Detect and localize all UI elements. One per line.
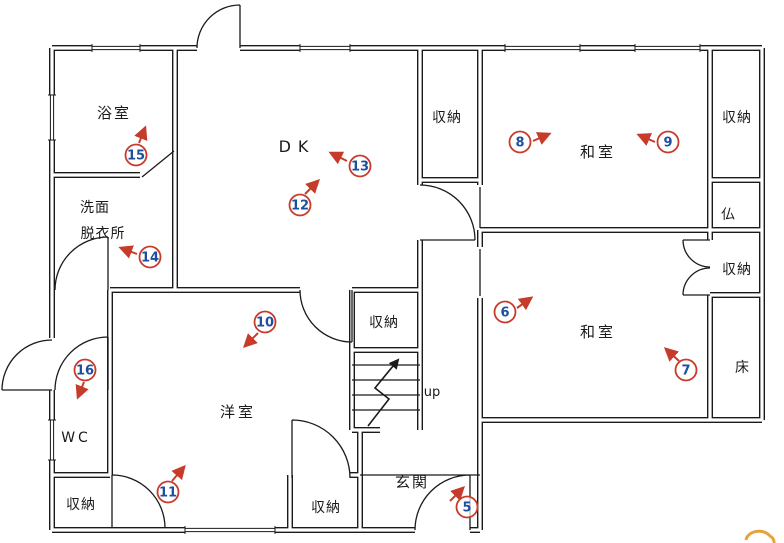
photo-marker-15: 15 — [124, 125, 148, 167]
marker-number: 15 — [127, 149, 145, 164]
marker-number: 7 — [681, 364, 690, 379]
marker-circle — [656, 130, 680, 154]
photo-marker-6: 6 — [493, 296, 534, 324]
photo-marker-11: 11 — [156, 464, 186, 504]
marker-arrow-icon — [532, 132, 552, 145]
room-label-wc: WC — [61, 430, 91, 446]
corner-stamp — [744, 529, 776, 543]
room-label-closet-top-right: 収納 — [722, 110, 752, 126]
marker-arrow-icon — [118, 245, 138, 259]
photo-marker-12: 12 — [288, 179, 320, 217]
marker-number: 9 — [663, 136, 672, 151]
window-erase — [48, 44, 700, 534]
room-labels: 浴室DK収納和室収納洗面脱衣所仏収納和室床収納up洋室WC収納収納玄関 — [61, 104, 752, 516]
room-label-washitsu-top: 和室 — [580, 143, 616, 161]
room-label-dk: DK — [279, 137, 316, 156]
room-label-closet-mid-right: 収納 — [722, 262, 752, 278]
photo-marker-8: 8 — [508, 130, 552, 154]
marker-circle — [493, 300, 517, 324]
marker-number: 12 — [291, 199, 309, 214]
stairs-up-arrow — [367, 358, 400, 427]
marker-circle — [138, 245, 162, 269]
room-label-butsudan: 仏 — [721, 207, 735, 223]
marker-arrow-icon — [304, 179, 320, 195]
marker-circle — [73, 358, 97, 382]
marker-number: 6 — [500, 306, 509, 321]
marker-number: 13 — [351, 160, 369, 175]
marker-circle — [253, 310, 277, 334]
room-label-washroom-line2: 脱衣所 — [81, 226, 126, 242]
room-label-closet-top-middle: 収納 — [432, 110, 462, 126]
windows — [48, 44, 701, 534]
marker-number: 11 — [159, 486, 177, 501]
marker-arrow-icon — [328, 151, 348, 165]
marker-arrow-icon — [516, 296, 534, 311]
marker-arrow-icon — [636, 133, 656, 146]
marker-arrow-icon — [134, 125, 148, 144]
marker-arrow-icon — [449, 486, 465, 502]
photo-marker-16: 16 — [73, 358, 97, 400]
marker-arrow-icon — [243, 332, 259, 348]
room-label-washroom-line1: 洗面 — [80, 200, 110, 216]
photo-marker-13: 13 — [328, 151, 372, 178]
marker-circle — [156, 480, 180, 504]
marker-number: 8 — [515, 136, 524, 151]
photo-marker-9: 9 — [636, 130, 680, 154]
marker-number: 16 — [76, 364, 94, 379]
marker-circle — [288, 193, 312, 217]
photo-marker-14: 14 — [118, 245, 162, 269]
marker-arrow-icon — [663, 347, 680, 362]
marker-circle — [348, 154, 372, 178]
marker-arrow-icon — [75, 381, 89, 400]
photo-marker-5: 5 — [449, 486, 479, 519]
room-label-western-room: 洋室 — [220, 403, 256, 421]
marker-number: 10 — [256, 316, 274, 331]
room-label-bathroom: 浴室 — [97, 104, 131, 122]
wall-outline-white-core — [50, 46, 764, 532]
room-label-tokonoma: 床 — [735, 360, 749, 376]
marker-number: 14 — [141, 251, 159, 266]
photo-markers: 5 6 7 8 9 10 11 12 13 14 15 16 — [73, 125, 698, 519]
room-label-closet-center: 収納 — [369, 315, 399, 331]
marker-circle — [455, 495, 479, 519]
window-lines — [48, 44, 701, 534]
marker-circle — [124, 143, 148, 167]
room-label-stairs-up: up — [424, 385, 441, 400]
room-label-washitsu-lower: 和室 — [580, 323, 616, 341]
room-label-closet-bottom-left: 収納 — [66, 497, 96, 513]
photo-marker-7: 7 — [663, 347, 698, 382]
room-label-closet-bottom-middle: 収納 — [311, 500, 341, 516]
room-label-genkan: 玄関 — [395, 473, 429, 491]
walls — [49, 45, 765, 533]
marker-number: 5 — [462, 501, 471, 516]
marker-circle — [674, 358, 698, 382]
marker-arrow-icon — [171, 464, 186, 482]
marker-circle — [508, 130, 532, 154]
photo-marker-10: 10 — [243, 310, 277, 348]
